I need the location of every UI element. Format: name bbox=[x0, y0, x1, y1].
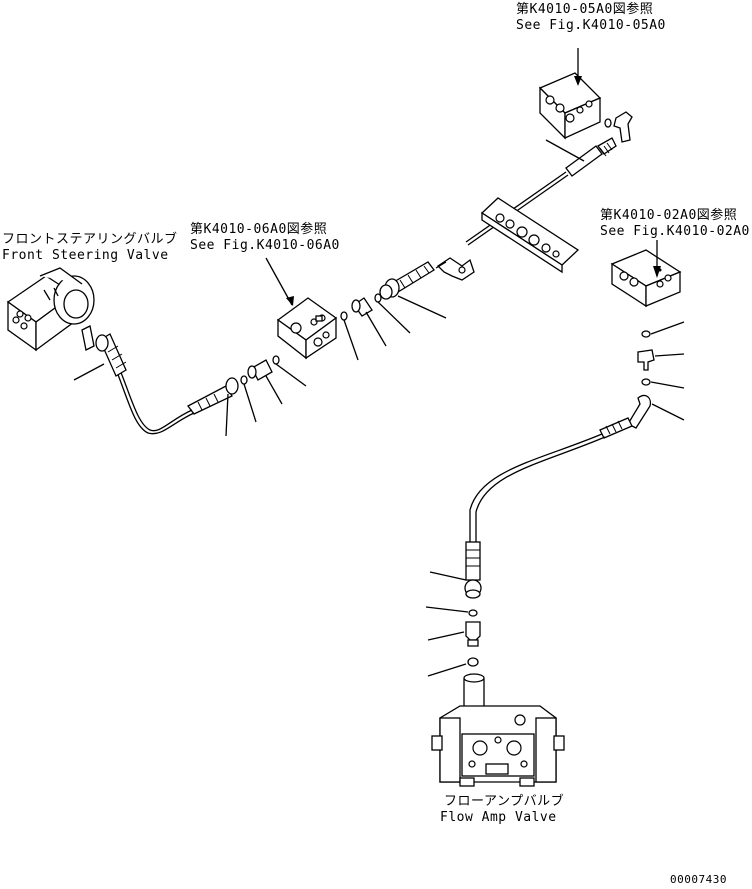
lower-hose-fitting bbox=[425, 541, 482, 677]
ref-middle-ja: 第K4010-06A0図参照 bbox=[190, 222, 328, 237]
left-fittings bbox=[187, 355, 307, 437]
elbow-fitting-top bbox=[604, 111, 633, 143]
flow-amp-valve-label-ja: フローアンプバルブ bbox=[444, 794, 565, 809]
top-manifold-block bbox=[538, 72, 602, 140]
steering-hose-fitting bbox=[95, 333, 127, 377]
right-manifold-block bbox=[610, 249, 682, 308]
front-steering-valve bbox=[6, 267, 95, 352]
front-steering-valve-label-en: Front Steering Valve bbox=[2, 248, 169, 263]
ref-top-en: See Fig.K4010-05A0 bbox=[516, 18, 666, 33]
clamp-bracket bbox=[435, 257, 475, 281]
ref-right-ja: 第K4010-02A0図参照 bbox=[600, 208, 738, 223]
flow-amp-valve-label-en: Flow Amp Valve bbox=[440, 810, 557, 825]
hose-upper bbox=[465, 137, 617, 246]
leader-hose-upper bbox=[545, 139, 585, 162]
right-hose-line bbox=[469, 433, 603, 542]
ref-top-ja: 第K4010-05A0図参照 bbox=[516, 2, 654, 17]
leader-steering-hose bbox=[73, 363, 105, 381]
drawing-number: 00007430 bbox=[670, 873, 727, 886]
leader-hose-middle bbox=[397, 295, 447, 319]
ref-middle-en: See Fig.K4010-06A0 bbox=[190, 238, 340, 253]
leader-arrow-middle bbox=[265, 257, 293, 306]
long-bar-block bbox=[480, 197, 580, 274]
left-hose-line bbox=[119, 369, 193, 432]
middle-manifold-block bbox=[276, 297, 338, 360]
front-steering-valve-label-ja: フロントステアリングバルブ bbox=[2, 232, 178, 247]
right-fittings bbox=[599, 321, 685, 439]
hose-middle bbox=[340, 261, 447, 361]
flow-amp-valve bbox=[431, 673, 565, 787]
ref-right-en: See Fig.K4010-02A0 bbox=[600, 224, 750, 239]
